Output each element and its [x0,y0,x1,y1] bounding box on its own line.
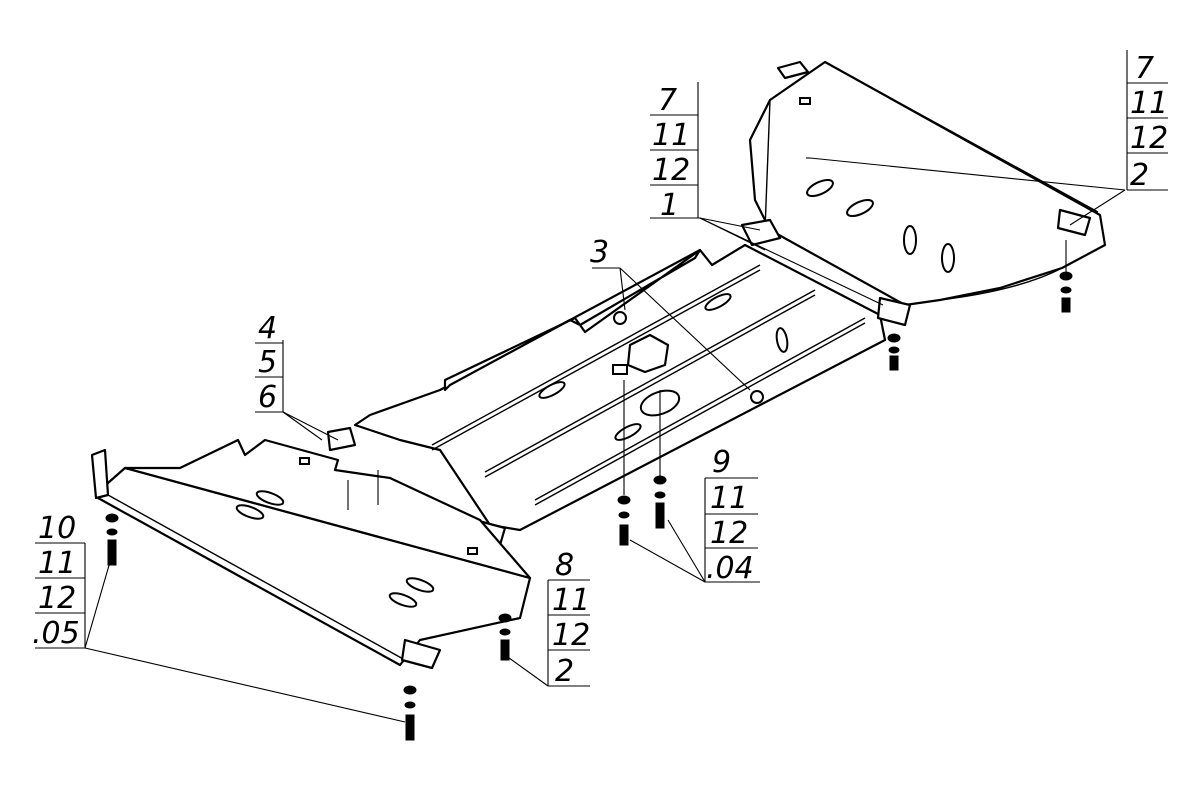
callout-label: 11 [552,583,590,618]
callout-label: 2 [1130,158,1149,193]
callout-label: 5 [258,345,277,380]
rear-skid-plate [748,60,1107,307]
callout-label: .05 [32,616,80,651]
callout-label: 12 [652,153,690,188]
callout-label: 12 [1130,121,1168,156]
front-skid-plate [90,438,532,670]
callout-3: 3 [590,235,609,270]
callout-label: 2 [555,654,574,689]
callout-label: 8 [555,548,574,583]
leader-lines [84,157,1126,723]
callout-label: 10 [38,511,76,546]
fasteners [105,271,1073,741]
callout-stack-left-mid: 4 5 6 [255,311,284,415]
callout-label: 12 [552,618,590,653]
callout-label: 1 [660,188,679,223]
callout-stack-top-right: 7 11 12 2 [1126,50,1168,193]
callout-label: 6 [258,380,277,415]
callout-label: 3 [590,235,609,270]
callout-stack-top-left: 7 11 12 1 [650,82,699,223]
callout-label: 12 [710,516,748,551]
middle-skid-plate [326,218,912,547]
callout-label: 11 [710,481,748,516]
callout-label: 7 [1135,51,1154,86]
callout-label: 7 [658,83,677,118]
callout-label: 11 [652,118,690,153]
callout-label: 9 [712,445,731,480]
callout-stack-right-low: 9 11 12 .04 [704,445,758,586]
callout-label: 11 [38,546,76,581]
callout-label: 4 [258,311,277,346]
callout-stack-bottom-mid: 8 11 12 2 [547,548,590,689]
callout-stack-bottom-left: 10 11 12 .05 [32,511,86,651]
callout-label: 12 [38,581,76,616]
callout-label: .04 [706,551,754,586]
callout-label: 11 [1130,86,1168,121]
